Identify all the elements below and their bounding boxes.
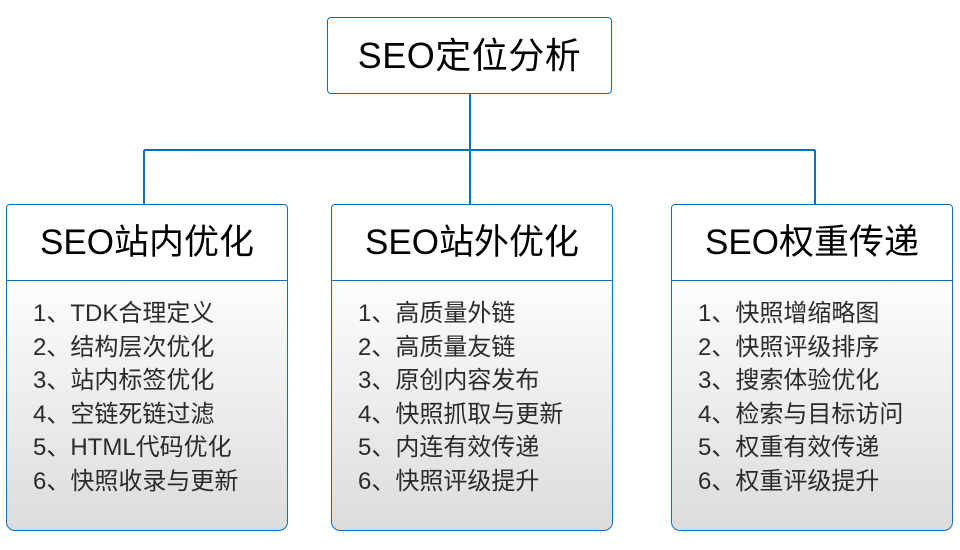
- list-item: 1、快照增缩略图: [698, 300, 880, 327]
- list-item: 4、快照抓取与更新: [358, 400, 564, 428]
- branch-body-1: 1、TDK合理定义 2、结构层次优化 3、站内标签优化 4、空链死链过滤 5、H…: [6, 281, 288, 531]
- branch-column-3: SEO权重传递 1、快照增缩略图 2、快照评级排序 3、搜索体验优化 4、检索与…: [671, 204, 953, 531]
- branch-header-title-1: SEO站内优化: [40, 223, 254, 262]
- list-item: 6、快照收录与更新: [33, 467, 239, 495]
- branch-header-title-2: SEO站外优化: [365, 223, 579, 262]
- list-item: 2、快照评级排序: [698, 333, 880, 361]
- list-item: 4、空链死链过滤: [33, 400, 215, 428]
- branch-body-3: 1、快照增缩略图 2、快照评级排序 3、搜索体验优化 4、检索与目标访问 5、权…: [671, 281, 953, 531]
- list-item: 4、检索与目标访问: [698, 400, 904, 428]
- list-item: 3、站内标签优化: [33, 367, 215, 394]
- branch-column-1: SEO站内优化 1、TDK合理定义 2、结构层次优化 3、站内标签优化 4、空链…: [6, 204, 288, 531]
- list-item: 6、权重评级提升: [698, 467, 880, 495]
- branch-item-list-2: 1、高质量外链 2、高质量友链 3、原创内容发布 4、快照抓取与更新 5、内连有…: [332, 297, 612, 498]
- list-item: 5、内连有效传递: [358, 434, 540, 461]
- branch-header-1: SEO站内优化: [6, 204, 288, 281]
- branch-header-2: SEO站外优化: [331, 204, 613, 281]
- list-item: 5、权重有效传递: [698, 434, 880, 461]
- branch-header-3: SEO权重传递: [671, 204, 953, 281]
- branch-item-list-1: 1、TDK合理定义 2、结构层次优化 3、站内标签优化 4、空链死链过滤 5、H…: [7, 297, 287, 498]
- list-item: 1、高质量外链: [358, 300, 516, 327]
- branch-item-list-3: 1、快照增缩略图 2、快照评级排序 3、搜索体验优化 4、检索与目标访问 5、权…: [672, 297, 952, 498]
- list-item: 5、HTML代码优化: [33, 434, 232, 461]
- list-item: 1、TDK合理定义: [33, 300, 215, 327]
- branch-header-title-3: SEO权重传递: [705, 223, 919, 262]
- list-item: 6、快照评级提升: [358, 467, 540, 495]
- branch-column-2: SEO站外优化 1、高质量外链 2、高质量友链 3、原创内容发布 4、快照抓取与…: [331, 204, 613, 531]
- root-node-title: SEO定位分析: [357, 34, 582, 76]
- branch-body-2: 1、高质量外链 2、高质量友链 3、原创内容发布 4、快照抓取与更新 5、内连有…: [331, 281, 613, 531]
- list-item: 2、高质量友链: [358, 333, 516, 361]
- list-item: 2、结构层次优化: [33, 333, 215, 361]
- root-node: SEO定位分析: [327, 17, 612, 94]
- list-item: 3、原创内容发布: [358, 367, 540, 394]
- list-item: 3、搜索体验优化: [698, 367, 880, 394]
